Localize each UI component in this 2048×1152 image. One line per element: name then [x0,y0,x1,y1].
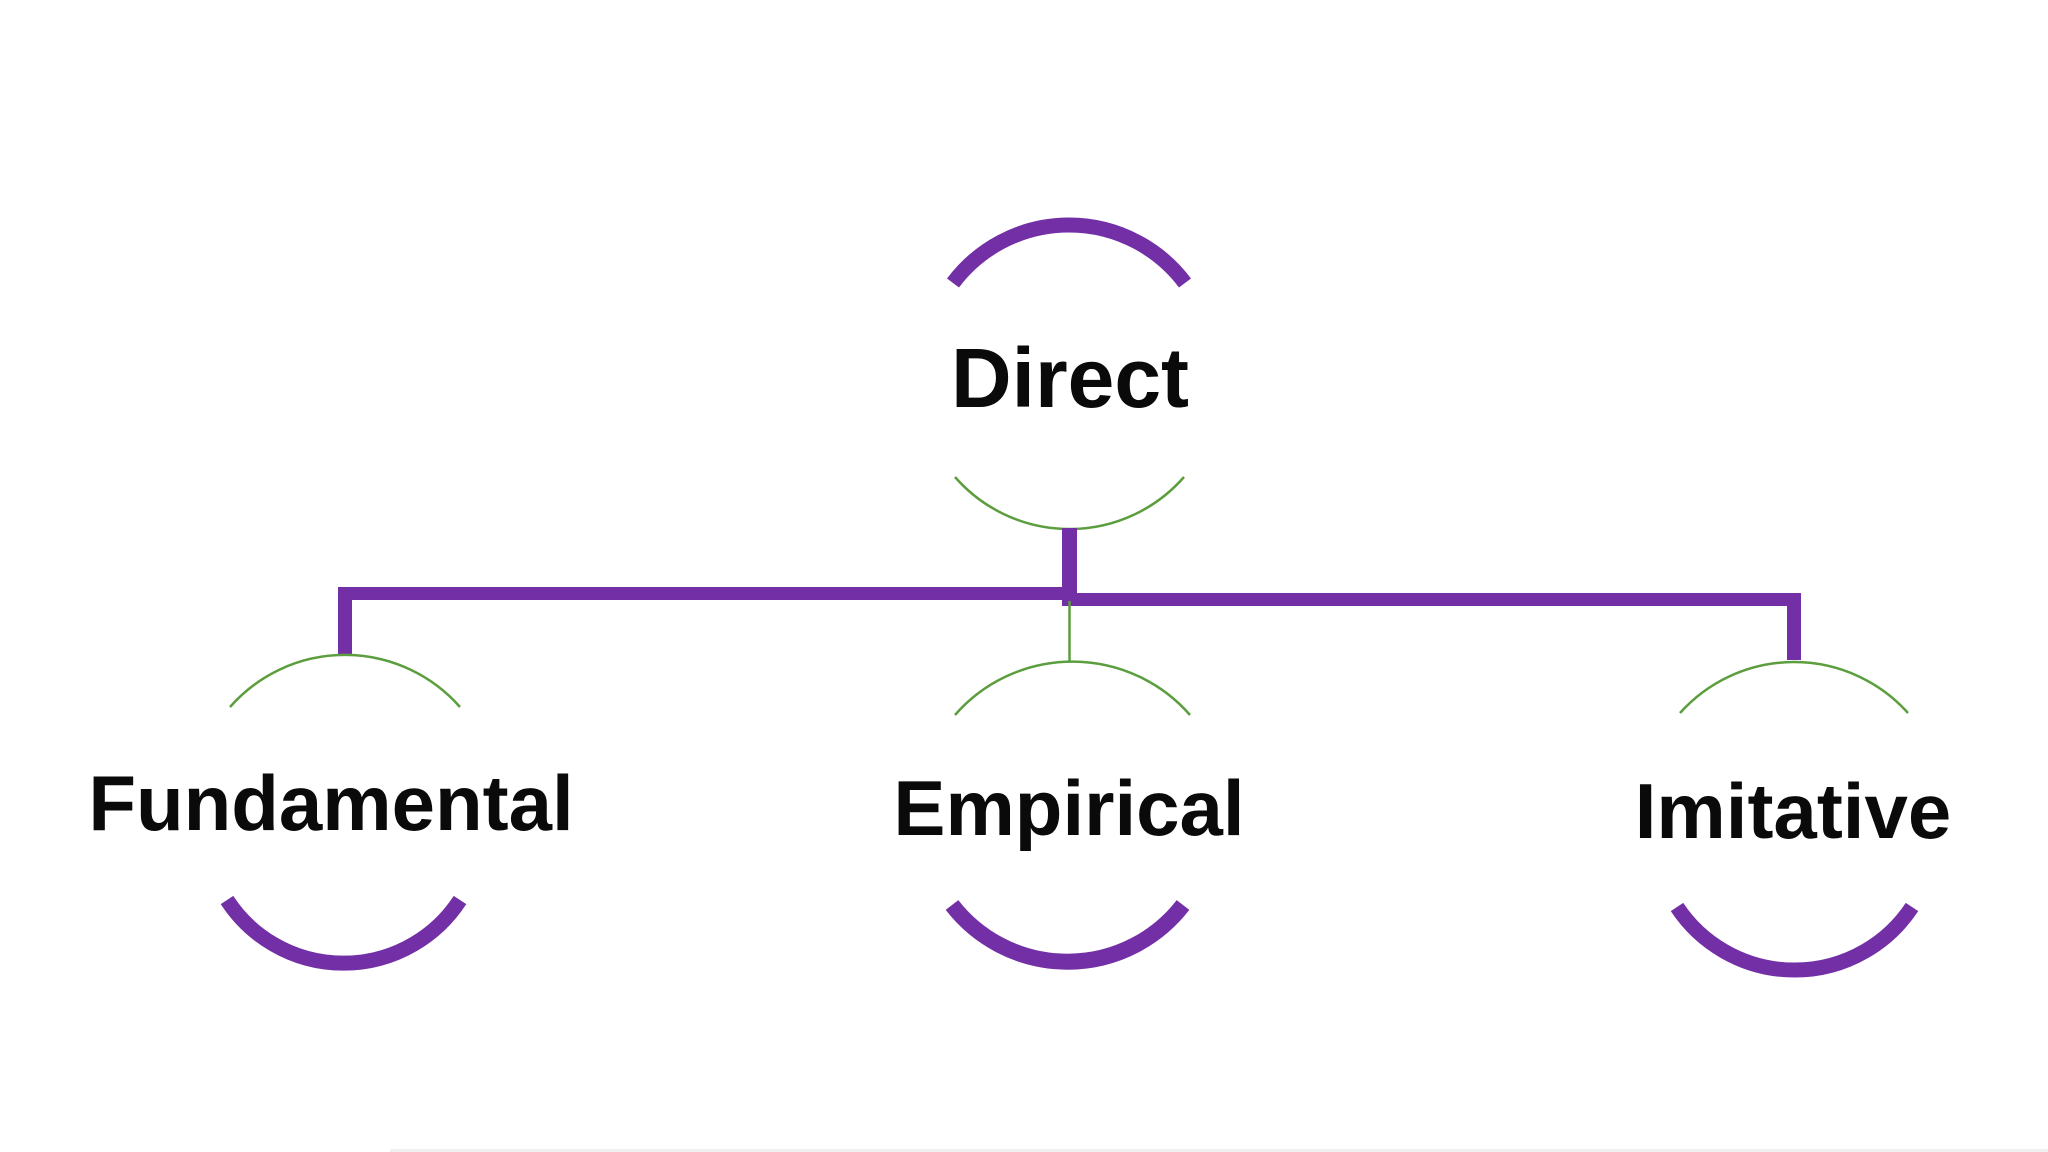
node-empirical: Empirical [893,660,1245,970]
branch-connectors [338,528,1801,662]
empirical-bottom-arc-icon [945,900,1190,970]
bottom-edge-line [390,1149,2048,1152]
direct-top-arc-icon [947,217,1191,288]
node-direct: Direct [947,217,1191,531]
node-empirical-label: Empirical [893,764,1244,852]
node-imitative: Imitative [1635,660,1951,978]
node-fundamental: Fundamental [88,653,574,971]
imitative-top-arc-icon [1679,660,1909,714]
empirical-top-arc-icon [954,660,1191,716]
direct-bottom-arc-icon [954,476,1185,531]
node-imitative-label: Imitative [1635,767,1951,855]
node-direct-label: Direct [951,331,1189,425]
fundamental-bottom-arc-icon [220,895,467,971]
fundamental-top-arc-icon [229,653,461,708]
node-fundamental-label: Fundamental [88,759,573,847]
imitative-bottom-arc-icon [1670,902,1919,978]
